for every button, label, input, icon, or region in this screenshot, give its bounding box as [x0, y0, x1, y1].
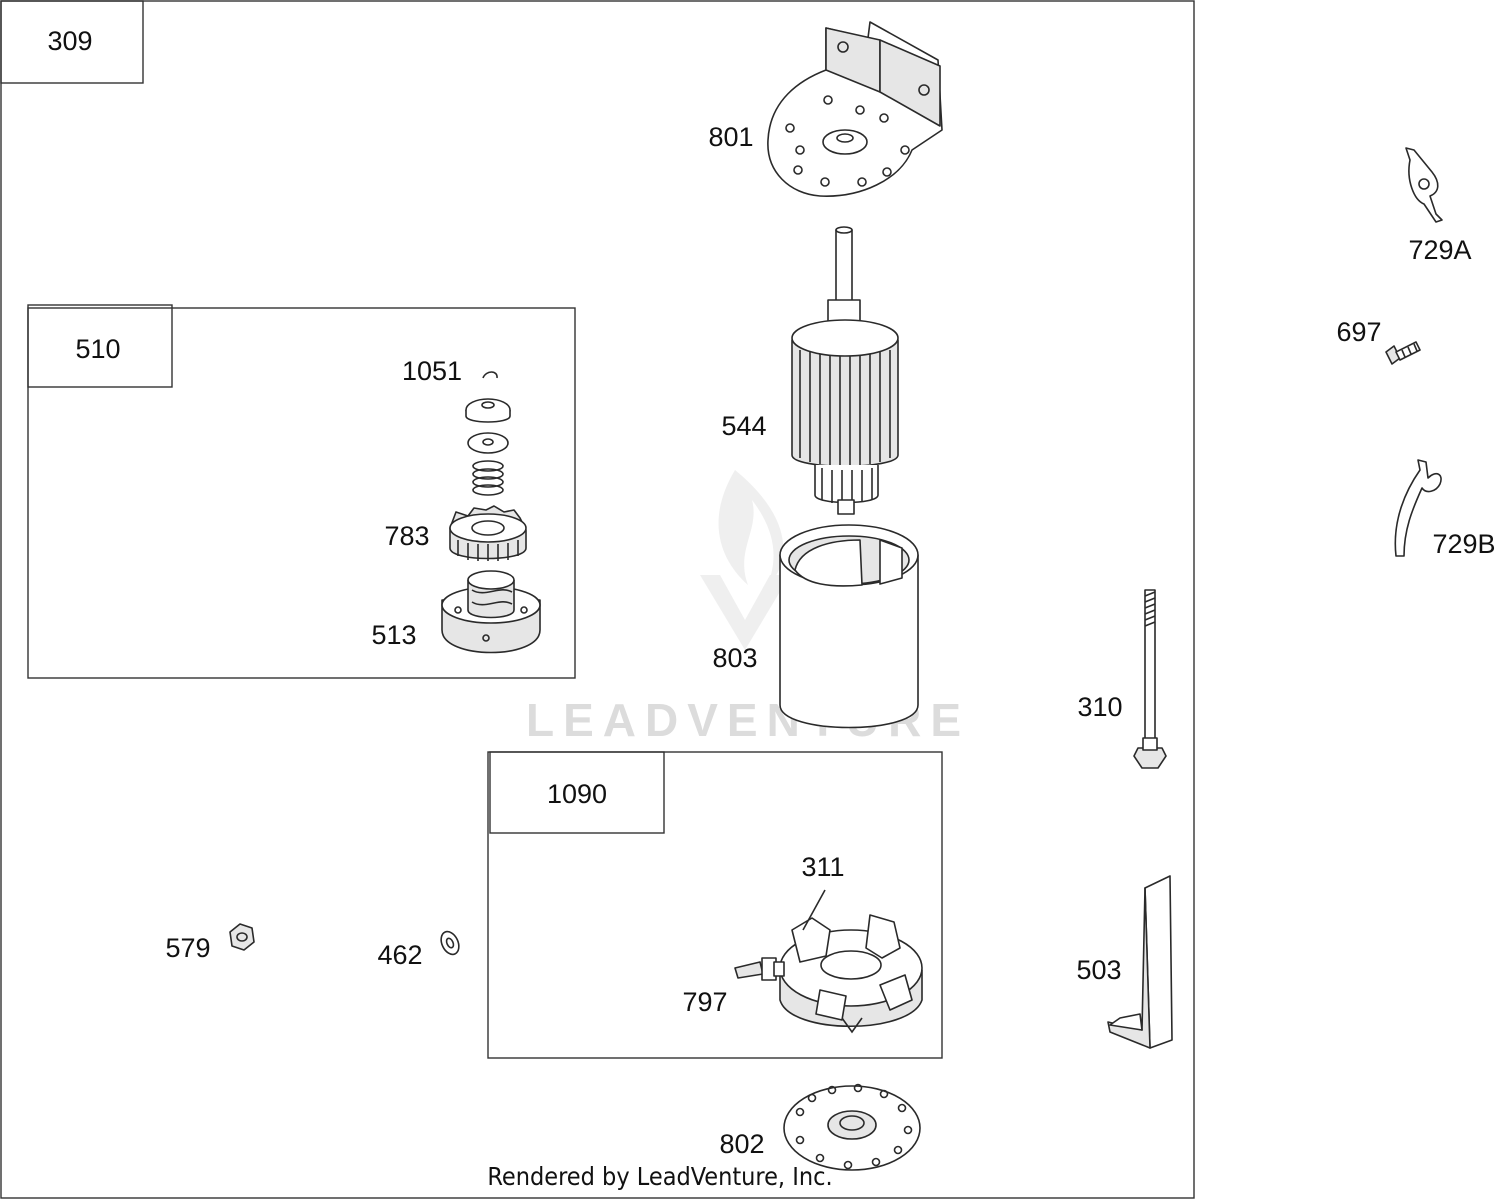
assembly-frame: [0, 0, 1195, 1199]
subassembly-number-box-1090: [489, 751, 665, 834]
part-802-drawing[interactable]: [783, 1083, 921, 1171]
part-label-802[interactable]: 802: [719, 1129, 764, 1159]
part-label-729B[interactable]: 729B: [1432, 529, 1495, 559]
subassembly-box-510: [27, 307, 576, 679]
part-label-462[interactable]: 462: [377, 940, 422, 970]
footer-credit: Rendered by LeadVenture, Inc.: [487, 1162, 832, 1191]
watermark-logo-icon: [700, 470, 790, 650]
part-label-729A[interactable]: 729A: [1408, 235, 1471, 265]
part-797-drawing[interactable]: [734, 957, 785, 981]
part-label-513[interactable]: 513: [371, 620, 416, 650]
part-783-drawing[interactable]: [449, 505, 527, 561]
part-label-697[interactable]: 697: [1336, 317, 1381, 347]
assembly-number: 309: [47, 26, 92, 56]
part-544-drawing[interactable]: [791, 226, 899, 515]
part-462-drawing[interactable]: [438, 929, 463, 958]
part-label-783[interactable]: 783: [384, 521, 429, 551]
part-label-311[interactable]: 311: [801, 852, 844, 882]
part-label-801[interactable]: 801: [708, 122, 753, 152]
part-310-drawing[interactable]: [1133, 589, 1167, 769]
part-729A-drawing[interactable]: [1405, 147, 1443, 223]
part-503-drawing[interactable]: [1107, 875, 1173, 1049]
part-label-1051[interactable]: 1051: [402, 356, 462, 386]
part-label-503[interactable]: 503: [1076, 955, 1121, 985]
part-729B-drawing[interactable]: [1394, 459, 1442, 557]
part-label-797[interactable]: 797: [682, 987, 727, 1017]
part-513-drawing[interactable]: [441, 570, 541, 654]
part-803-drawing[interactable]: [779, 524, 919, 729]
part-697-drawing[interactable]: [1385, 341, 1421, 365]
subassembly-number-510: 510: [75, 334, 120, 364]
part-801-drawing[interactable]: [767, 21, 943, 197]
assembly-number-box: [0, 0, 144, 84]
part-579-drawing[interactable]: [229, 923, 255, 951]
part-311-drawing[interactable]: [779, 889, 923, 1034]
subassembly-box-1090: [487, 751, 943, 1059]
subassembly-number-box-510: [27, 304, 173, 388]
part-1051-drawing[interactable]: [465, 371, 511, 496]
part-label-579[interactable]: 579: [165, 933, 210, 963]
part-label-310[interactable]: 310: [1077, 692, 1122, 722]
part-label-803[interactable]: 803: [712, 643, 757, 673]
part-label-544[interactable]: 544: [721, 411, 766, 441]
subassembly-number-1090: 1090: [547, 779, 607, 809]
